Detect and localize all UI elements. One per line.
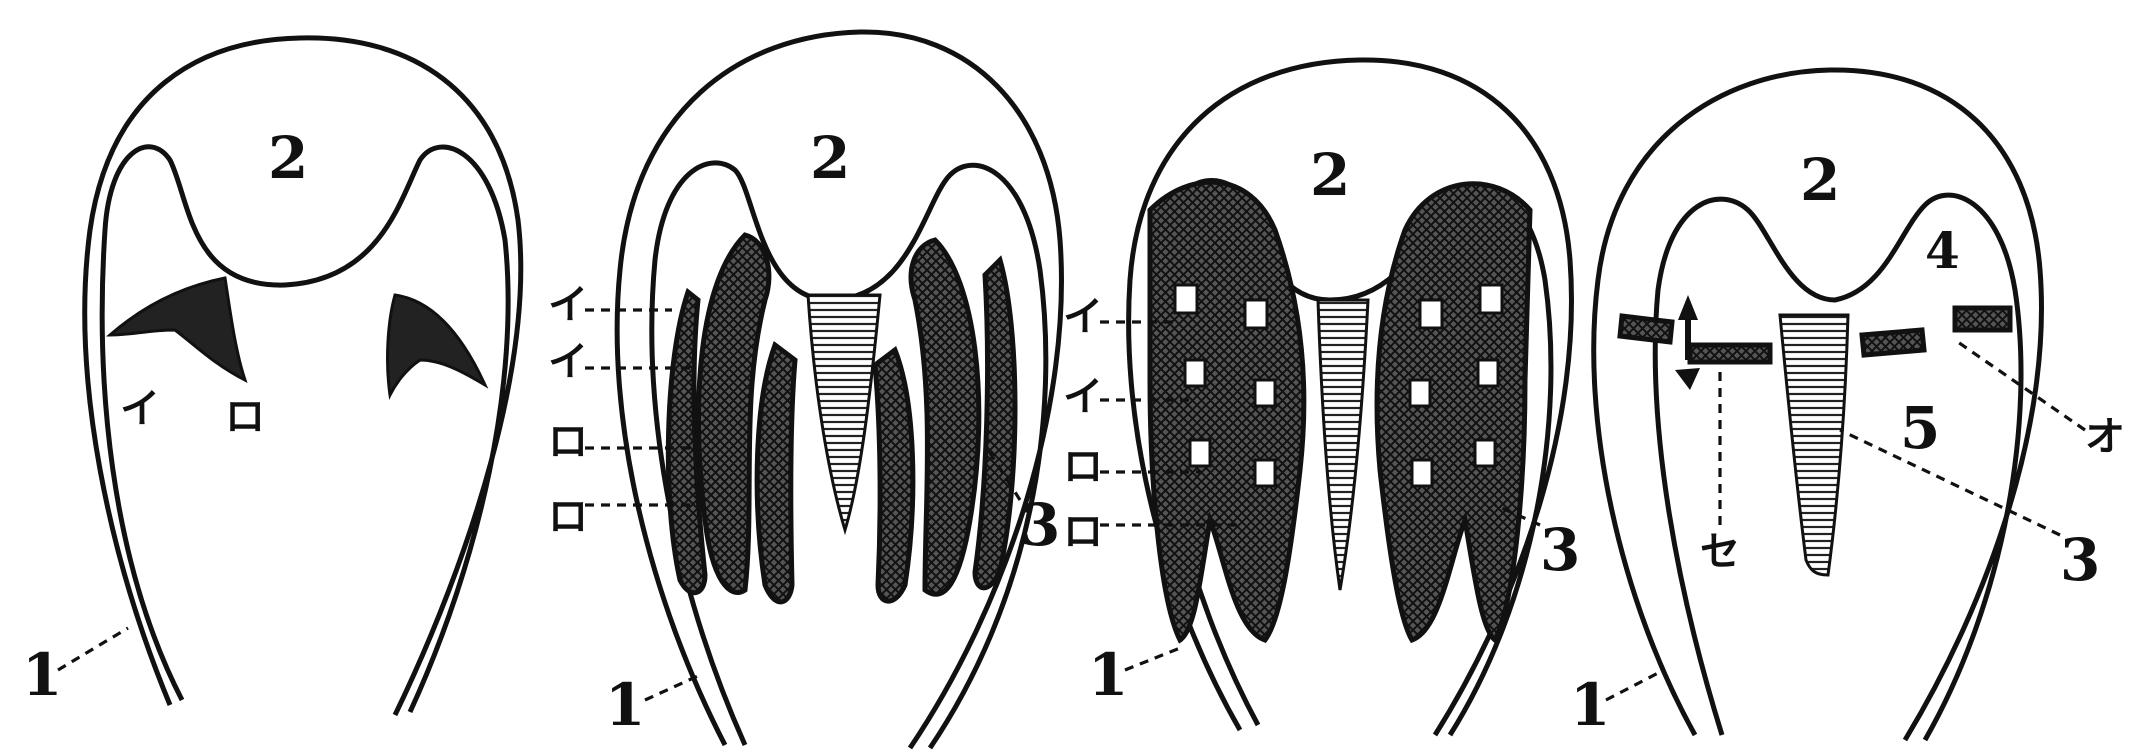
label-upper: 4 <box>1925 221 1960 280</box>
side-mark-3: ロ <box>548 418 588 465</box>
gill-bar-left-outer <box>1620 316 1672 342</box>
figure-stage-3: 2 1 3 イ イ ロ ロ <box>1063 60 1580 735</box>
figure-stage-4: 2 1 4 5 3 セ オ <box>1570 70 2125 740</box>
label-shell: 1 <box>1570 671 1610 739</box>
side-mark-3: ロ <box>1063 443 1103 490</box>
label-shell: 1 <box>22 641 62 709</box>
gill-band-right <box>911 240 979 594</box>
gill-bar-right-outer <box>1955 308 2010 330</box>
side-mark-1: イ <box>1063 293 1103 340</box>
label-lamella: 3 <box>2060 526 2100 594</box>
water-pore <box>1478 360 1498 386</box>
dark-lobe-right <box>388 295 485 395</box>
label-cavity: 2 <box>810 124 850 192</box>
figure-stage-2: 2 1 3 イ イ ロ ロ <box>548 32 1061 748</box>
label-cavity: 2 <box>1310 141 1350 209</box>
dark-lobe-left <box>110 278 245 380</box>
label-shell: 1 <box>605 671 645 739</box>
label-lamella: 3 <box>1540 516 1580 584</box>
leader-shell <box>1606 672 1660 700</box>
figure-stage-1: 2 1 イ ロ <box>22 38 521 715</box>
water-pore <box>1175 285 1197 313</box>
water-pore <box>1190 440 1210 466</box>
label-left-mark: セ <box>1700 528 1740 575</box>
gill-bar-right-inner <box>1862 330 1924 355</box>
water-pore <box>1412 460 1432 486</box>
label-left-mark: イ <box>120 385 160 432</box>
flow-arrowhead-up <box>1678 295 1698 320</box>
water-pore <box>1475 440 1495 466</box>
label-right-mark: オ <box>2085 413 2125 460</box>
central-lamella <box>808 295 880 530</box>
water-pore <box>1410 380 1430 406</box>
water-pore <box>1255 380 1275 406</box>
gill-block-left <box>1150 182 1304 640</box>
water-pore <box>1420 300 1442 328</box>
side-mark-1: イ <box>548 281 588 328</box>
leader-shell <box>58 628 128 670</box>
leader-shell <box>1125 648 1180 670</box>
label-shell: 1 <box>1088 641 1128 709</box>
water-pore <box>1185 360 1205 386</box>
label-cavity: 2 <box>1800 146 1840 214</box>
leader-shell <box>645 675 700 700</box>
water-pore <box>1480 285 1502 313</box>
side-mark-2: イ <box>548 338 588 385</box>
side-mark-4: ロ <box>548 493 588 540</box>
side-mark-2: イ <box>1063 373 1103 420</box>
gill-block-right <box>1377 184 1530 640</box>
label-lower: 5 <box>1900 394 1940 462</box>
water-pore <box>1255 460 1275 486</box>
water-pore <box>1245 300 1267 328</box>
label-lamella: 3 <box>1020 491 1060 559</box>
gill-band-right-inner <box>875 350 913 601</box>
gill-bar-left-inner <box>1690 345 1770 362</box>
label-cavity: 2 <box>268 124 308 192</box>
central-lamella <box>1780 315 1848 575</box>
label-right-mark: ロ <box>225 393 265 440</box>
gill-band-left-inner <box>757 345 795 602</box>
flow-arrowhead-down <box>1675 368 1700 390</box>
central-lamella <box>1318 300 1368 590</box>
side-mark-4: ロ <box>1063 508 1103 555</box>
